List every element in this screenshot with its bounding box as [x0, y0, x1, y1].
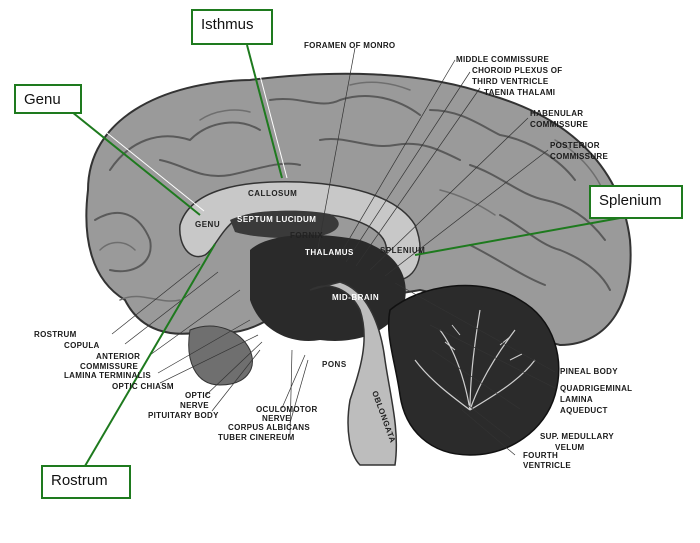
temporal-lobe [188, 325, 253, 386]
label-third-ventricle: THIRD VENTRICLE [472, 77, 549, 86]
label-quadrigeminal: QUADRIGEMINAL [560, 384, 632, 393]
label-choroid-plexus: CHOROID PLEXUS OF [472, 66, 562, 75]
label-fourth: FOURTH [523, 451, 558, 460]
label-optic-chiasm: OPTIC CHIASM [112, 382, 174, 391]
cerebellum [387, 284, 560, 456]
label-posterior-commissure: COMMISSURE [550, 152, 608, 161]
gyri [94, 81, 611, 302]
label-oculomotor-nerve: NERVE [262, 414, 291, 423]
callout-splenium-label: Splenium [599, 192, 662, 209]
label-tuber-cinereum: TUBER CINEREUM [218, 433, 295, 442]
label-middle-commissure: MIDDLE COMMISSURE [456, 55, 549, 64]
callout-pointers [71, 44, 621, 467]
label-anterior-commissure: COMMISSURE [80, 362, 138, 371]
callout-splenium: Splenium [589, 185, 683, 219]
label-optic: OPTIC [185, 391, 211, 400]
label-septum: SEPTUM LUCIDUM [237, 215, 316, 224]
label-pons: PONS [322, 360, 347, 369]
arbor-vitae [414, 309, 536, 411]
label-lamina-terminalis: LAMINA TERMINALIS [64, 371, 151, 380]
callout-rostrum: Rostrum [41, 465, 131, 499]
label-habenular-commissure: COMMISSURE [530, 120, 588, 129]
septum-lucidum [230, 210, 339, 239]
label-sup-medullary: SUP. MEDULLARY [540, 432, 614, 441]
callout-isthmus: Isthmus [191, 9, 273, 45]
label-velum: VELUM [555, 443, 585, 452]
callout-genu: Genu [14, 84, 82, 114]
label-foramen-of-monro: FORAMEN OF MONRO [304, 41, 395, 50]
label-genu-inner: GENU [195, 220, 220, 229]
label-habenular: HABENULAR [530, 109, 583, 118]
label-pituitary-body: PITUITARY BODY [148, 411, 219, 420]
label-copula: COPULA [64, 341, 100, 350]
label-corpus-albicans: CORPUS ALBICANS [228, 423, 310, 432]
brainstem [309, 281, 398, 466]
label-quadrigeminal-lamina: LAMINA [560, 395, 593, 404]
label-fourth-ventricle: VENTRICLE [523, 461, 571, 470]
label-taenia-thalami: TAENIA THALAMI [484, 88, 555, 97]
label-oculomotor: OCULOMOTOR [256, 405, 318, 414]
label-leaders [111, 47, 556, 456]
label-aqueduct: AQUEDUCT [560, 406, 608, 415]
label-thalamus: THALAMUS [305, 248, 354, 257]
callout-isthmus-label: Isthmus [201, 16, 254, 33]
callout-genu-label: Genu [24, 91, 61, 108]
label-anterior: ANTERIOR [96, 352, 140, 361]
label-posterior: POSTERIOR [550, 141, 600, 150]
label-optic-nerve: NERVE [180, 401, 209, 410]
label-fornix: FORNIX [290, 231, 323, 240]
label-midbrain: MID-BRAIN [332, 293, 379, 302]
label-splenium-inner: SPLENIUM [380, 246, 425, 255]
label-rostrum: ROSTRUM [34, 330, 77, 339]
label-pineal-body: PINEAL BODY [560, 367, 618, 376]
label-callosum: CALLOSUM [248, 189, 297, 198]
callout-rostrum-label: Rostrum [51, 472, 108, 489]
